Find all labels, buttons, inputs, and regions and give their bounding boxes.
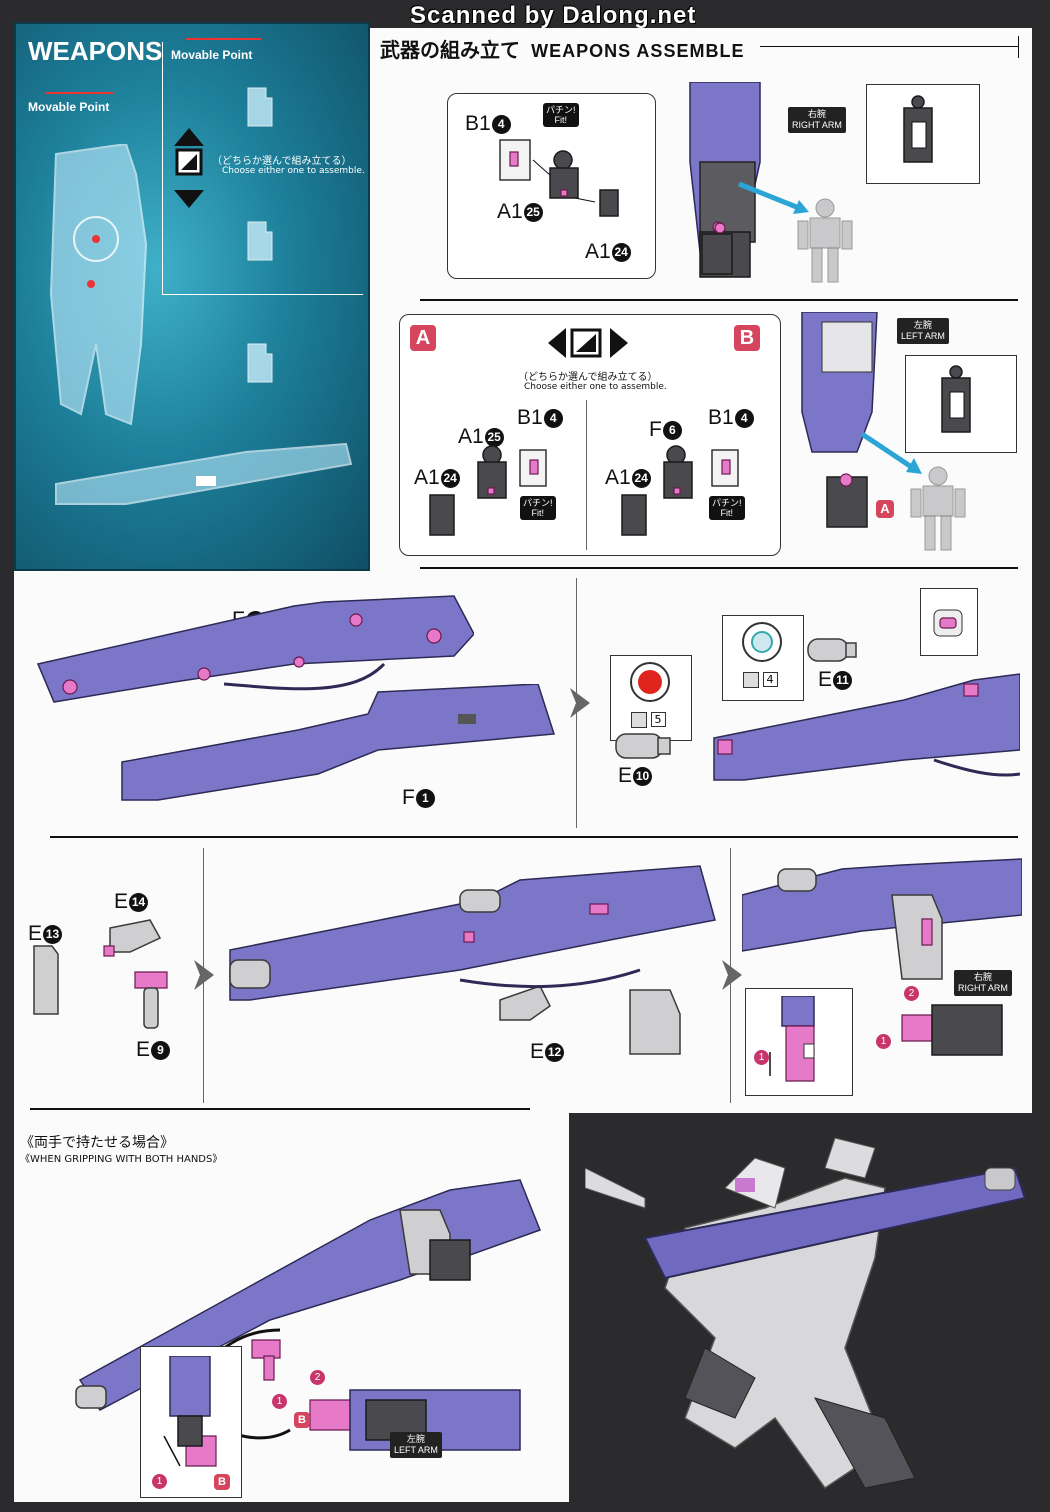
weapons-title: WEAPONS xyxy=(28,36,163,66)
sticker-red-icon xyxy=(630,662,670,702)
sensor-e10-icon xyxy=(615,733,671,759)
shield-xray-icon xyxy=(49,144,148,426)
header-jp: 武器の組み立て xyxy=(380,40,520,62)
choice-icon-2 xyxy=(548,328,628,358)
rifle-right-hand-icon xyxy=(742,858,1022,1056)
step-arrow-icon-2 xyxy=(194,960,214,990)
step3-divider xyxy=(576,578,577,828)
step-num-1: 1 xyxy=(876,1034,891,1049)
posed-model-photo xyxy=(585,1137,1027,1490)
step-num-2: 2 xyxy=(904,986,919,1001)
header-en: WEAPONS ASSEMBLE xyxy=(531,41,745,61)
ghost-figure-icon-2 xyxy=(910,466,966,551)
choose-jp-2: （どちらか選んで組み立てる） xyxy=(518,372,658,383)
hand-parts-icon xyxy=(499,139,619,217)
step7-num-2: 2 xyxy=(310,1370,325,1385)
sticker-blue-icon xyxy=(742,622,782,662)
grip-slide-detail-icon xyxy=(769,996,815,1082)
header-tick xyxy=(1018,36,1019,58)
step5-divider xyxy=(203,848,204,1103)
movable-arrow-icon xyxy=(186,38,261,40)
watermark: Scanned by Dalong.net xyxy=(410,2,697,29)
grip-parts-icon xyxy=(33,919,168,1029)
option-a-mark: A xyxy=(876,500,894,518)
hand-parts-icon-b xyxy=(621,445,739,536)
choice-icon xyxy=(174,128,204,208)
movable-point-label-1: Movable Point xyxy=(28,100,110,114)
rifle-upper-half-icon xyxy=(36,595,474,703)
step7-option-b: B xyxy=(294,1412,310,1428)
rule-3 xyxy=(50,836,1018,838)
rifle-lower-half-icon xyxy=(121,684,555,801)
step6-divider xyxy=(730,848,731,1103)
step2-divider xyxy=(586,400,587,550)
grip-part-icon-3 xyxy=(247,343,273,383)
hand-parts-icon-a xyxy=(429,445,547,536)
step-arrow-icon xyxy=(570,688,590,718)
wrist-detail-icon xyxy=(903,95,933,163)
sensor-detail-icon xyxy=(933,609,963,637)
movable-point-label-2: Movable Point xyxy=(171,48,253,62)
wrist-detail-icon-2 xyxy=(941,365,971,433)
step7-num-1b: 1 xyxy=(152,1474,167,1489)
rifle-grip-assembly-icon xyxy=(229,865,716,1055)
choose-en-2: Choose either one to assemble. xyxy=(524,382,667,392)
grip-part-icon xyxy=(247,87,273,127)
choose-jp: （どちらか選んで組み立てる） xyxy=(212,156,352,167)
sensor-e11-icon xyxy=(807,638,857,662)
step7-option-b2: B xyxy=(214,1474,230,1490)
option-b-badge: B xyxy=(734,325,760,351)
header-rule xyxy=(760,46,1018,47)
blue-arrow-icon xyxy=(738,181,809,214)
step-arrow-icon-3 xyxy=(722,960,742,990)
grip-part-icon-2 xyxy=(247,221,273,261)
left-grip-detail-icon xyxy=(163,1356,217,1467)
choice-frame xyxy=(162,42,363,295)
right-hand-icon xyxy=(701,222,733,275)
rule-2 xyxy=(420,567,1018,569)
fit-badge: パチン!Fit! xyxy=(543,103,579,127)
rule-4 xyxy=(30,1108,530,1110)
ghost-figure-icon xyxy=(797,198,853,283)
sticker-num-4: 4 xyxy=(743,672,778,688)
choose-en: Choose either one to assemble. xyxy=(222,166,365,176)
grip-title-jp: 《両手で持たせる場合》 xyxy=(20,1135,174,1151)
grip-title-en: 《WHEN GRIPPING WITH BOTH HANDS》 xyxy=(20,1154,223,1165)
blue-arrow-icon-2 xyxy=(860,431,922,474)
rule-1 xyxy=(420,299,1018,301)
sticker-num-5: 5 xyxy=(631,712,666,728)
step7-num-1: 1 xyxy=(272,1394,287,1409)
rifle-assembled-icon xyxy=(713,673,1020,781)
header: 武器の組み立て WEAPONS ASSEMBLE xyxy=(380,34,1020,64)
step-num-1b: 1 xyxy=(754,1050,769,1065)
left-forearm-icon xyxy=(801,312,878,528)
option-a-badge: A xyxy=(410,325,436,351)
fit-badge-b: パチン!Fit! xyxy=(709,496,745,520)
fit-badge-a: パチン!Fit! xyxy=(520,496,556,520)
movable-arrow-icon-2 xyxy=(46,92,114,94)
weapons-panel: WEAPONS Movable Point Movable Point （どちら… xyxy=(14,22,370,571)
rifle-xray-icon xyxy=(55,442,353,505)
